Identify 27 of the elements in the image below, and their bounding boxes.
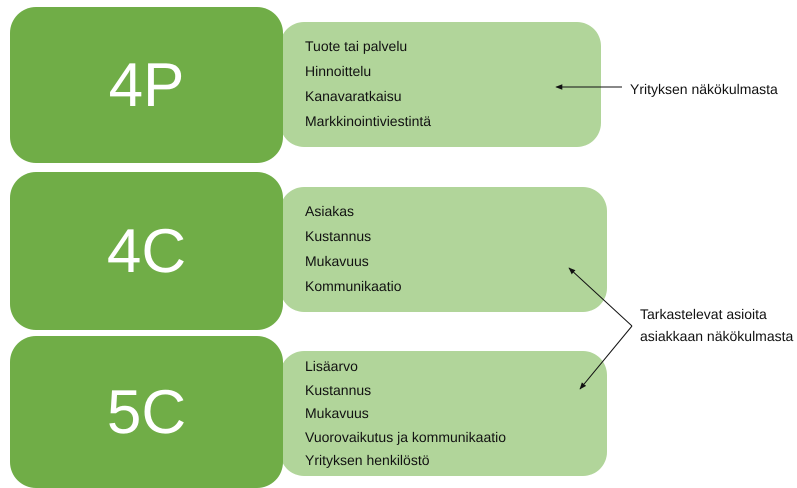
list-item: Lisäarvo bbox=[305, 357, 358, 376]
list-item: Hinnoittelu bbox=[305, 62, 372, 81]
arrow bbox=[568, 268, 632, 326]
content-box bbox=[280, 187, 607, 312]
list-item: Kustannus bbox=[305, 227, 372, 246]
category-box bbox=[10, 336, 283, 488]
arrow bbox=[580, 326, 632, 390]
list-item: Yrityksen henkilöstö bbox=[305, 451, 430, 470]
content-box bbox=[280, 22, 601, 147]
list-item: Kanavaratkaisu bbox=[305, 87, 402, 106]
category-title: 5C bbox=[106, 376, 186, 448]
category-title: 4P bbox=[108, 50, 184, 120]
category-box bbox=[10, 172, 283, 330]
list-item: Tuote tai palvelu bbox=[305, 37, 408, 56]
list-item: Mukavuus bbox=[305, 252, 369, 271]
annotation-text: Tarkastelevat asioita asiakkaan näkökulmasta bbox=[640, 305, 794, 346]
arrow bbox=[555, 84, 622, 90]
list-item: Asiakas bbox=[305, 202, 354, 221]
content-box bbox=[280, 351, 607, 476]
category-box bbox=[10, 7, 283, 163]
list-item: Markkinointiviestintä bbox=[305, 112, 432, 131]
list-item: Vuorovaikutus ja kommunikaatio bbox=[305, 428, 506, 447]
annotation-text: Yrityksen näkökulmasta bbox=[630, 80, 779, 99]
list-item: Mukavuus bbox=[305, 404, 369, 423]
list-item: Kustannus bbox=[305, 380, 372, 400]
category-title: 4C bbox=[106, 216, 186, 286]
list-item: Kommunikaatio bbox=[305, 277, 402, 296]
